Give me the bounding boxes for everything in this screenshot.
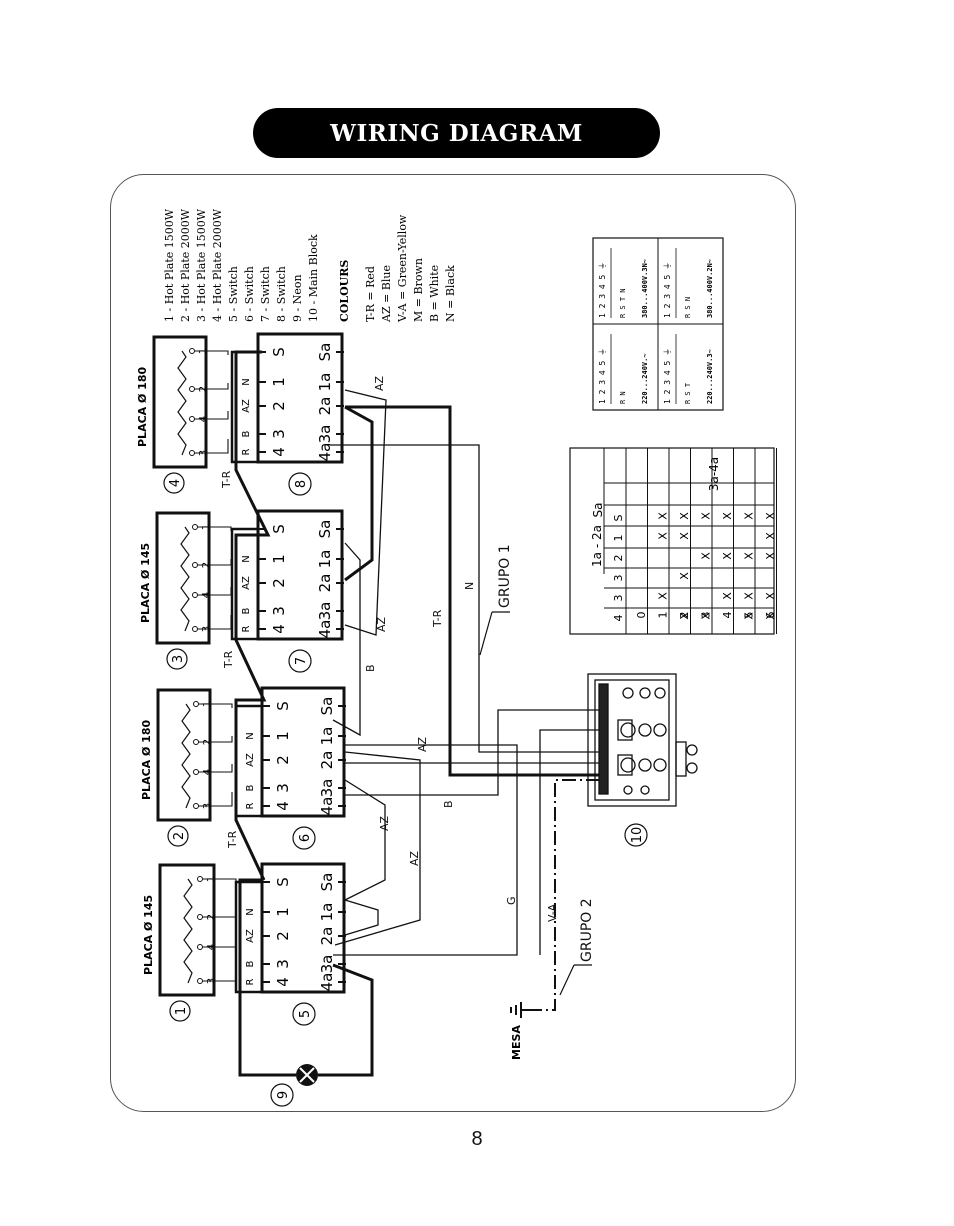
page-number: 8 bbox=[471, 1128, 483, 1150]
page-title: WIRING DIAGRAM bbox=[253, 108, 660, 158]
diagram-frame bbox=[110, 174, 796, 1112]
